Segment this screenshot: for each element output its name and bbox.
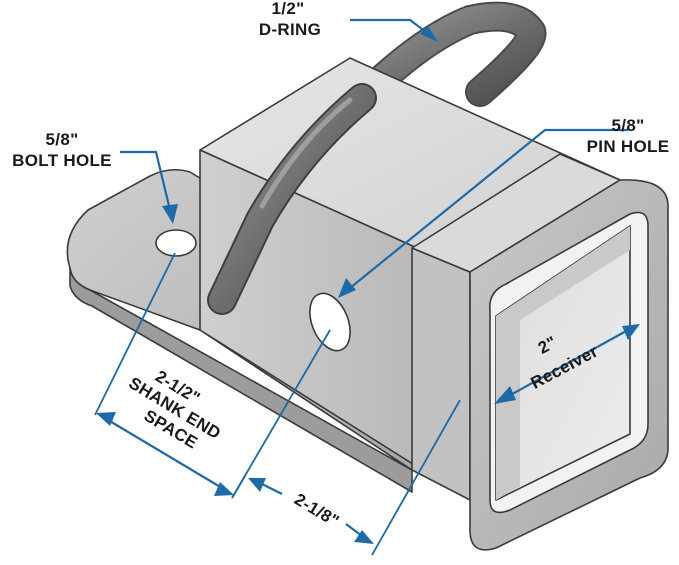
depth-dimension	[231, 399, 461, 556]
d-ring-callout-arrow	[350, 18, 438, 42]
bolt-hole-callout-arrow	[120, 150, 178, 224]
bolt-hole	[155, 229, 197, 257]
d-ring-size-label: 1/2"	[272, 0, 305, 18]
bolt-hole-size-label: 5/8"	[46, 130, 79, 149]
d-ring-front	[207, 83, 377, 315]
pin-hole-name-label: PIN HOLE	[587, 137, 670, 156]
bolt-hole-name-label: BOLT HOLE	[12, 151, 112, 170]
d-ring-name-label: D-RING	[259, 20, 321, 39]
pin-hole-callout-arrow	[338, 128, 628, 298]
receiver-dimension	[494, 324, 640, 404]
pin-hole	[309, 292, 351, 352]
depth-size-label: 2-1/8"	[291, 490, 342, 531]
d-ring	[345, 1, 547, 115]
shank-dimension	[94, 252, 331, 499]
pin-hole-size-label: 5/8"	[612, 116, 645, 135]
